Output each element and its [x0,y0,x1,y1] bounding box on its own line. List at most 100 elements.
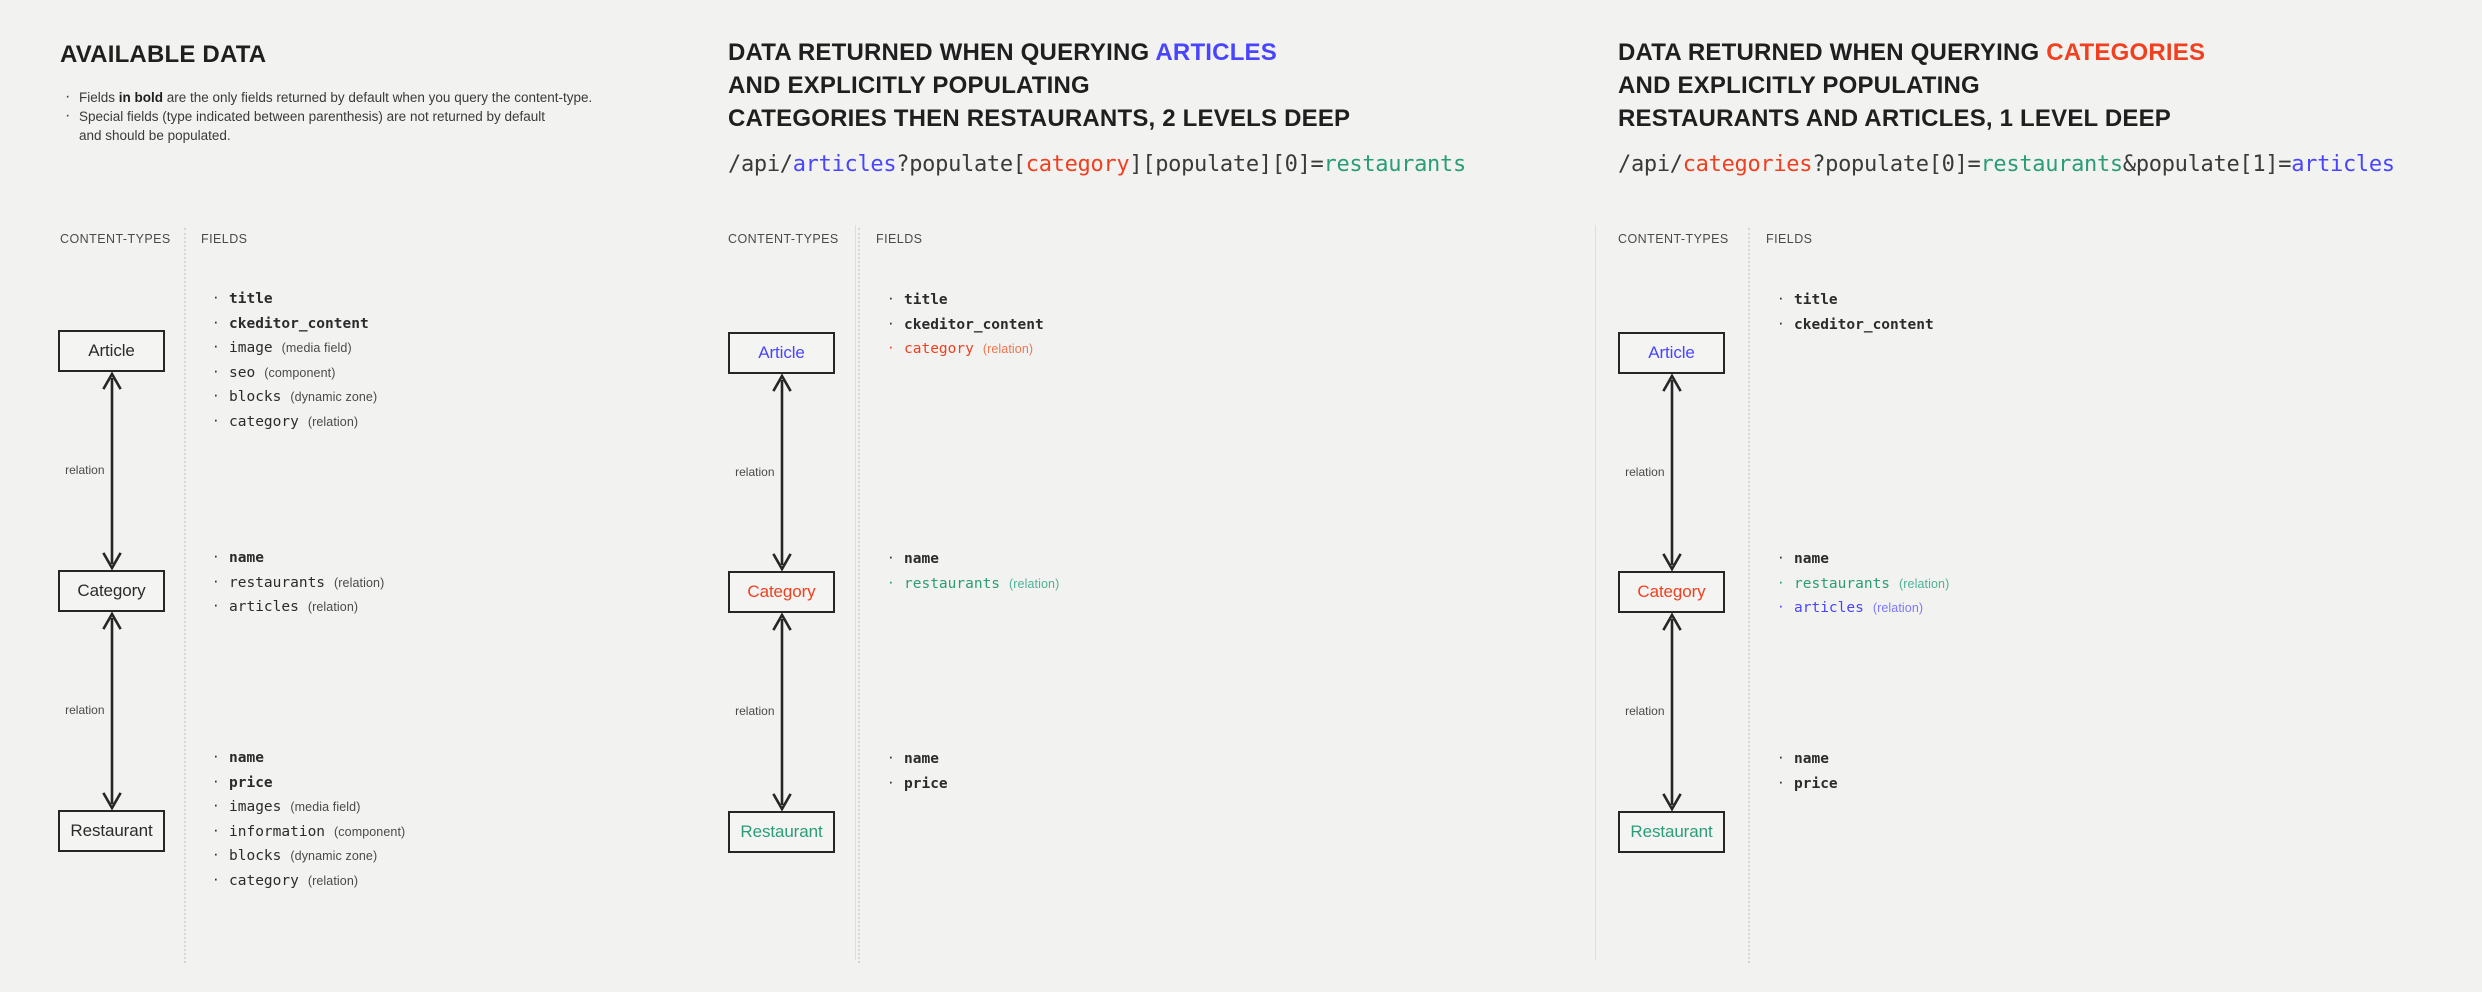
field-type: (component) [264,365,336,380]
field-name: title [904,292,948,308]
field-name: blocks [229,389,282,405]
column-caption-content-types: CONTENT-TYPES [60,232,171,246]
field-name: name [229,750,264,766]
field-row: articles(relation) [1774,594,1949,621]
field-row: category(relation) [209,867,405,894]
panel-separator-2 [1595,225,1596,960]
content-type-box-article[interactable]: Article [728,332,835,374]
content-type-label: Article [1648,343,1695,362]
content-type-box-category[interactable]: Category [728,571,835,613]
field-name: price [229,774,273,791]
field-name: ckeditor_content [904,316,1044,333]
url-segment: restaurants [1980,152,2123,177]
content-type-box-article[interactable]: Article [1618,332,1725,374]
field-row: articles(relation) [209,593,384,620]
relation-arrow [767,374,797,571]
relation-label: relation [1625,704,1665,718]
field-row: category (relation) [884,335,1044,362]
field-row: restaurants(relation) [1774,570,1950,597]
heading-line: AVAILABLE DATA [60,41,267,68]
heading-highlight: CATEGORIES [2046,39,2206,66]
content-type-box-article[interactable]: Article [58,330,165,372]
field-name: price [1794,775,1838,792]
field-row: restaurants(relation) [209,569,384,596]
panel-notes: Fields in bold are the only fields retur… [61,87,592,145]
panel-heading: AVAILABLE DATA [60,38,266,71]
url-segment: category [1025,152,1130,177]
field-type: (dynamic zone) [290,390,378,404]
field-row: category(relation) [209,408,377,435]
note-item: Fields in bold are the only fields retur… [65,87,592,107]
panel-heading: DATA RETURNED WHEN QUERYING ARTICLES AND … [728,36,1350,135]
url-segment: articles [2291,152,2395,177]
heading-highlight: ARTICLES [1155,39,1277,66]
field-name: price [904,775,948,792]
field-row: seo (component) [209,359,377,386]
field-type: (component) [334,824,406,839]
content-type-label: Restaurant [1630,822,1713,841]
panel-separator-1 [855,225,856,960]
field-row: image(media field) [209,334,377,361]
field-row: price [1774,770,1838,797]
column-divider [858,228,860,963]
field-name: image [229,340,273,356]
content-type-box-restaurant[interactable]: Restaurant [58,810,165,852]
field-list-restaurant: name price [884,745,948,797]
relation-label: relation [65,463,105,477]
column-caption-content-types: CONTENT-TYPES [728,232,839,246]
content-type-label: Category [747,582,816,601]
field-type: (media field) [290,800,361,814]
field-name: restaurants [904,575,1001,592]
field-list-article: title ckeditor_content category (relation) [884,286,1044,362]
content-type-label: Category [77,581,146,600]
field-name: title [1794,292,1838,308]
heading-line: DATA RETURNED WHEN QUERYING CATEGORIES [1618,39,2206,66]
field-list-article: titleckeditor_contentimage(media field)s… [209,285,378,435]
column-caption-fields: FIELDS [876,232,923,246]
column-divider [184,228,186,963]
note-list: Fields in bold are the only fields retur… [61,87,592,145]
field-row: restaurants(relation) [884,570,1059,597]
note-item: Special fields (type indicated between p… [65,106,592,126]
field-name: category [904,341,974,357]
column-caption-fields: FIELDS [201,232,248,246]
heading-line: DATA RETURNED WHEN QUERYING ARTICLES [728,39,1277,66]
content-type-box-restaurant[interactable]: Restaurant [1618,811,1725,853]
relation-arrow [1657,613,1687,811]
field-row: name [1774,545,1949,572]
field-name: category [229,872,299,889]
field-row: name [209,744,405,771]
field-name: seo [229,364,256,381]
field-type: (relation) [982,342,1034,356]
api-url: /api/articles?populate[category][populat… [728,152,1466,177]
relation-label: relation [735,464,775,479]
content-type-label: Article [88,341,135,360]
field-list-article: title ckeditor_content [1774,286,1934,337]
field-list-restaurant: namepriceimages(media field)information(… [209,744,406,894]
content-type-label: Article [758,343,805,362]
column-divider [1748,228,1750,963]
content-type-box-category[interactable]: Category [58,570,165,612]
field-name: articles [1794,600,1864,616]
relation-label: relation [1625,464,1665,479]
content-type-box-category[interactable]: Category [1618,571,1725,613]
field-name: ckeditor_content [1794,316,1934,333]
content-type-box-restaurant[interactable]: Restaurant [728,811,835,853]
field-name: name [904,751,939,767]
note-emphasis: in bold [118,90,164,105]
field-list-restaurant: nameprice [1774,745,1838,797]
field-name: category [229,413,299,430]
url-segment: ][populate][0]= [1129,152,1324,177]
url-segment: /api/ [1618,152,1683,177]
field-name: name [904,551,939,567]
field-type: (relation) [1899,576,1950,591]
field-row: information(component) [209,818,406,845]
field-row: price [884,770,948,797]
heading-line: AND EXPLICITLY POPULATING [728,72,1090,99]
field-name: title [229,291,273,307]
column-caption-content-types: CONTENT-TYPES [1618,232,1729,246]
url-segment: categories [1682,152,1813,177]
